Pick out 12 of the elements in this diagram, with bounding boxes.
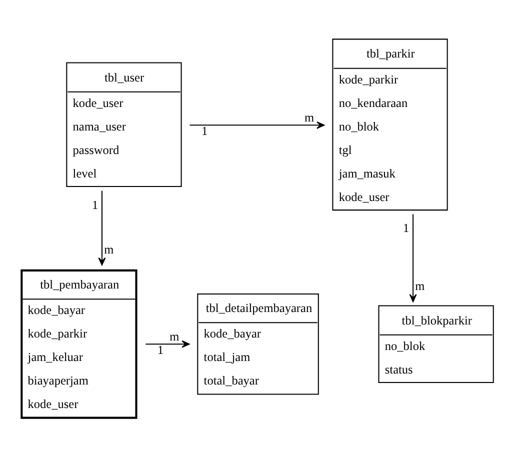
label: 1 xyxy=(92,197,98,212)
label: m xyxy=(104,242,114,256)
label: m xyxy=(415,278,425,292)
label: 1 xyxy=(403,220,410,235)
label: m xyxy=(304,110,314,124)
label: 1 xyxy=(157,342,164,357)
arrow xyxy=(98,190,106,265)
arrow xyxy=(409,214,417,302)
arrow xyxy=(190,120,325,128)
label: 1 xyxy=(202,124,208,138)
label: m xyxy=(170,328,180,343)
arrow xyxy=(146,340,190,348)
